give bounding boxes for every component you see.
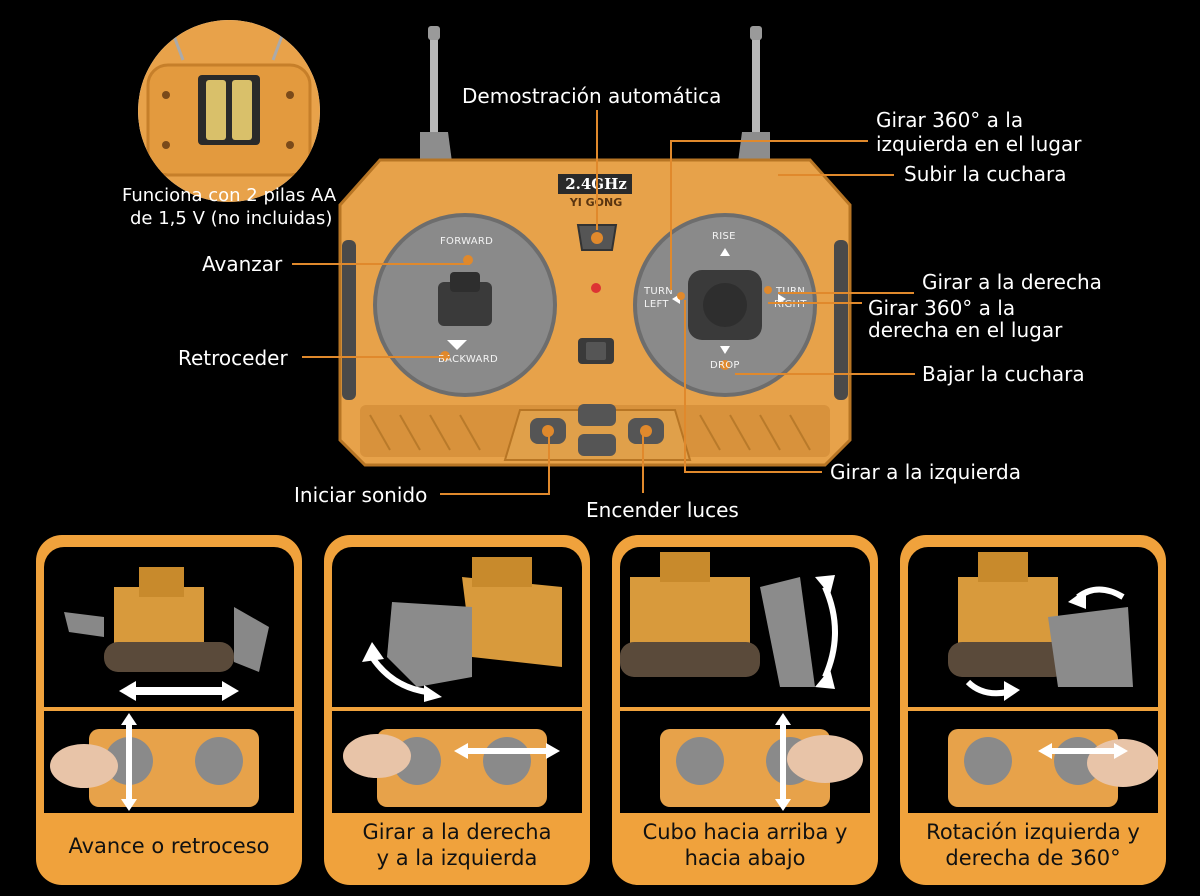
- panel-3-caption-line2: hacia abajo: [684, 846, 806, 870]
- panel-rotate: Rotación izquierda y derecha de 360°: [900, 535, 1166, 885]
- callout-rotate-right-2: derecha en el lugar: [868, 318, 1063, 342]
- right-antenna: [752, 28, 760, 138]
- callout-turn-left: Girar a la izquierda: [830, 460, 1022, 484]
- battery-caption-line1: Funciona con 2 pilas AA: [122, 185, 337, 206]
- panel-bucket: Cubo hacia arriba y hacia abajo: [612, 535, 878, 885]
- callout-raise: Subir la cuchara: [904, 162, 1067, 186]
- panel-2-caption-line2: y a la izquierda: [376, 846, 538, 870]
- battery-compartment-inset: [138, 20, 320, 202]
- panel-4-caption-line1: Rotación izquierda y: [926, 820, 1140, 844]
- hands-remote-image: [908, 711, 1158, 813]
- panel-2-caption-line1: Girar a la derecha: [362, 820, 552, 844]
- callout-lower: Bajar la cuchara: [922, 362, 1085, 386]
- panel-4-caption-line2: derecha de 360°: [945, 846, 1121, 870]
- callout-rotate-left-2: izquierda en el lugar: [876, 132, 1082, 156]
- callout-lights: Encender luces: [586, 498, 739, 522]
- turn-left-stick-label-2: LEFT: [644, 299, 669, 310]
- panel-forward-backward: Avance o retroceso: [36, 535, 302, 885]
- callout-backward: Retroceder: [178, 346, 288, 370]
- left-antenna: [430, 28, 438, 138]
- frequency-label: 2.4GHz: [560, 175, 632, 193]
- hands-remote-image: [332, 711, 582, 813]
- callout-rotate-left-1: Girar 360° a la: [876, 108, 1024, 132]
- hands-remote-image: [620, 711, 870, 813]
- callout-demo: Demostración automática: [462, 84, 722, 108]
- drop-stick-label: DROP: [710, 360, 740, 371]
- battery-caption-line2: de 1,5 V (no incluidas): [130, 208, 333, 229]
- rise-stick-label: RISE: [712, 231, 736, 242]
- backward-stick-label: BACKWARD: [438, 354, 498, 365]
- callout-rotate-right-1: Girar 360° a la: [868, 296, 1016, 320]
- battery-compartment-image: [138, 20, 320, 202]
- bulldozer-image: [44, 547, 294, 707]
- hands-remote-image: [44, 711, 294, 813]
- callout-sound: Iniciar sonido: [294, 483, 428, 507]
- callout-turn-right: Girar a la derecha: [922, 270, 1102, 294]
- bulldozer-image: [620, 547, 870, 707]
- turn-right-stick-label-2: RIGHT: [774, 299, 807, 310]
- turn-left-stick-label-1: TURN: [644, 286, 674, 297]
- brand-label: YI GONG: [569, 196, 623, 209]
- callout-forward: Avanzar: [202, 252, 283, 276]
- panel-turn: Girar a la derecha y a la izquierda: [324, 535, 590, 885]
- turn-right-stick-label-1: TURN: [776, 286, 805, 297]
- forward-stick-label: FORWARD: [440, 236, 494, 247]
- bulldozer-image: [908, 547, 1158, 707]
- panel-1-caption: Avance o retroceso: [68, 834, 270, 858]
- remote-controller-image: [338, 26, 852, 467]
- left-right-arrow: [119, 681, 239, 701]
- bulldozer-image: [332, 547, 582, 707]
- panel-3-caption-line1: Cubo hacia arriba y: [642, 820, 848, 844]
